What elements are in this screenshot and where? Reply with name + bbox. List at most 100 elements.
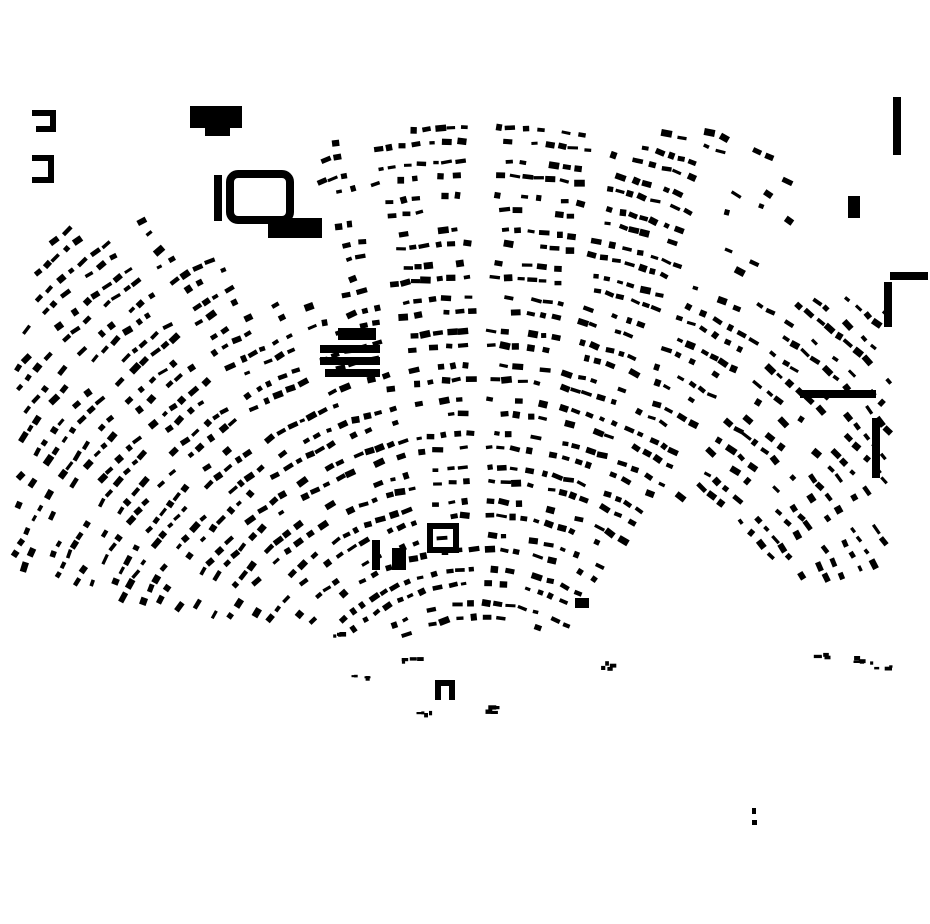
building	[106, 321, 117, 331]
building	[399, 195, 408, 205]
building	[402, 471, 410, 480]
building	[49, 300, 58, 309]
building	[322, 481, 331, 488]
building	[593, 538, 601, 546]
building	[847, 369, 857, 378]
building	[583, 354, 591, 363]
building	[14, 363, 23, 373]
building	[854, 656, 861, 661]
building	[162, 321, 174, 330]
building	[205, 557, 215, 567]
stadium	[226, 170, 294, 224]
building	[777, 416, 790, 429]
building	[566, 213, 575, 219]
building	[388, 582, 401, 592]
building	[495, 123, 503, 132]
building	[676, 412, 688, 423]
building	[539, 311, 547, 319]
building	[564, 419, 576, 429]
building	[219, 407, 229, 415]
building	[490, 710, 498, 714]
building	[69, 539, 80, 550]
building	[605, 347, 615, 354]
building	[398, 230, 409, 238]
building	[457, 137, 467, 146]
building	[530, 434, 542, 441]
building	[486, 343, 496, 348]
building	[446, 125, 456, 130]
building	[722, 417, 734, 428]
building	[654, 147, 666, 157]
building	[593, 357, 602, 365]
building	[816, 317, 826, 327]
building	[167, 255, 177, 264]
building	[173, 373, 183, 383]
building	[403, 163, 412, 167]
building	[401, 616, 409, 623]
building	[766, 552, 775, 561]
building	[78, 564, 89, 575]
building	[192, 263, 204, 272]
building	[199, 536, 207, 543]
building	[723, 338, 732, 346]
building	[485, 709, 493, 714]
building	[243, 391, 252, 401]
building	[155, 594, 165, 605]
building	[588, 341, 601, 351]
building	[315, 591, 323, 600]
building	[70, 307, 80, 317]
building	[662, 383, 671, 391]
building	[322, 585, 332, 593]
building	[223, 535, 235, 546]
building	[551, 333, 561, 342]
building	[848, 550, 857, 559]
building	[320, 357, 380, 365]
building	[349, 184, 357, 193]
building	[351, 675, 356, 678]
building	[385, 200, 394, 205]
building	[613, 511, 623, 518]
building	[676, 375, 685, 382]
building	[771, 534, 781, 545]
building	[653, 363, 661, 372]
building	[850, 493, 859, 502]
building	[837, 571, 846, 581]
building	[723, 208, 731, 216]
building	[322, 558, 333, 568]
building	[838, 457, 849, 467]
building	[14, 500, 23, 510]
building	[33, 268, 43, 277]
building	[652, 453, 663, 464]
building	[145, 230, 153, 237]
building	[435, 241, 443, 248]
building	[379, 588, 389, 597]
building	[230, 298, 239, 307]
building	[334, 329, 342, 336]
building	[358, 577, 367, 585]
building	[468, 545, 480, 553]
building	[557, 142, 567, 150]
building	[590, 237, 602, 245]
building	[224, 284, 235, 294]
building	[432, 468, 439, 473]
building	[567, 527, 576, 536]
building	[667, 446, 679, 457]
building	[462, 361, 469, 369]
building	[537, 589, 544, 596]
building	[851, 441, 862, 452]
building	[457, 327, 469, 336]
building	[567, 146, 579, 150]
building	[440, 295, 452, 302]
building	[559, 178, 570, 184]
building	[194, 442, 205, 453]
building	[538, 230, 550, 236]
building	[187, 363, 197, 373]
building	[593, 273, 599, 279]
building	[132, 544, 140, 552]
building	[234, 455, 243, 464]
building	[419, 552, 428, 561]
building	[509, 513, 516, 521]
building	[408, 555, 419, 563]
building	[703, 143, 710, 150]
